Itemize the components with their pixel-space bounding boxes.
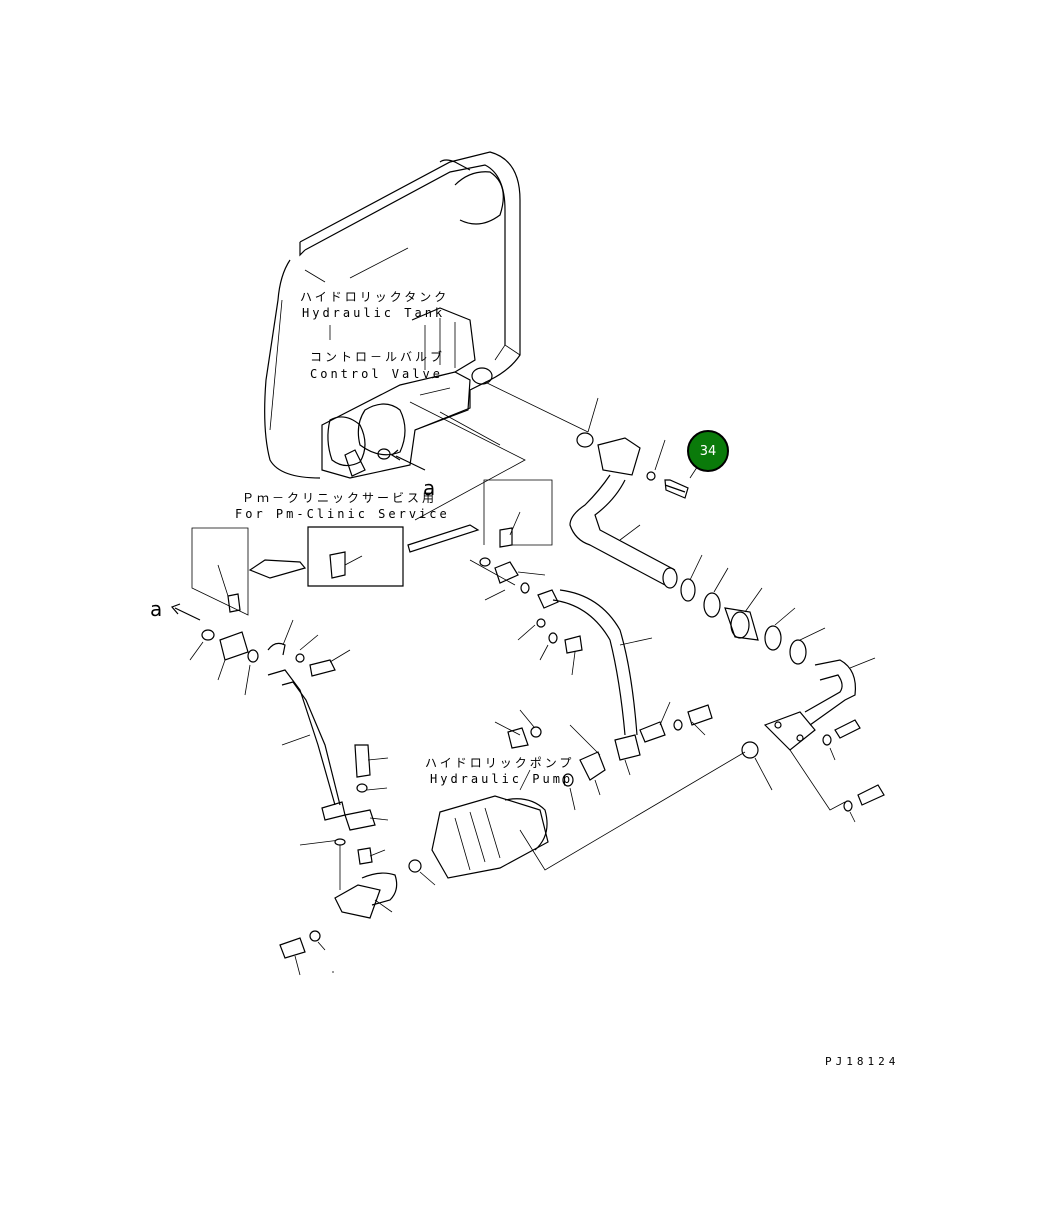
middle-pipe-drawing (494, 589, 713, 811)
pointer-arrow (395, 455, 426, 471)
reference-a-valve: a (423, 476, 436, 500)
hose-clamps-drawing (680, 554, 876, 726)
drawing-code: PJ18124 (825, 1055, 900, 1068)
pm-clinic-label-en: For Pm-Clinic Service (235, 507, 450, 521)
pm-clinic-label-jp: Ｐｍ－クリニックサービス用 (242, 491, 438, 505)
control-valve-label-en: Control Valve (310, 367, 443, 381)
pm-fittings-right (469, 557, 546, 601)
hydraulic-tank-label-en: Hydraulic Tank (302, 306, 446, 320)
pump-flange-drawing (519, 711, 885, 871)
hydraulic-tank-label-jp: ハイドロリックタンク (300, 290, 450, 304)
pump-inlet-drawing (279, 838, 398, 976)
control-valve-drawing (321, 307, 476, 479)
hydraulic-pump-label-en: Hydraulic Pump (430, 772, 574, 786)
hydraulic-pump-label-jp: ハイドロリックポンプ (425, 756, 575, 770)
hydraulic-tank-drawing (264, 151, 521, 479)
part-number-label: 34 (699, 443, 717, 459)
return-pipe-drawing (569, 397, 706, 589)
reference-a-left: a (150, 597, 163, 621)
part-34-hotspot[interactable]: 34 (687, 430, 729, 472)
control-valve-label-jp: コントロ－ルバルブ (310, 350, 446, 364)
hydraulic-pump-drawing (408, 769, 549, 886)
left-pipe-drawing (189, 619, 389, 831)
pm-clinic-detail (191, 479, 553, 616)
